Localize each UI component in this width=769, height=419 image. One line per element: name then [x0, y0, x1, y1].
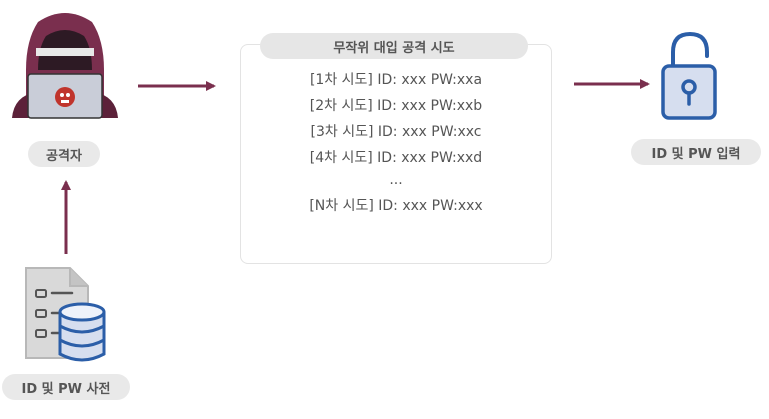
attempt-item: [N차 시도] ID: xxx PW:xxx — [309, 198, 483, 214]
attempt-list: [1차 시도] ID: xxx PW:xxa [2차 시도] ID: xxx P… — [240, 68, 552, 220]
attempt-item: [1차 시도] ID: xxx PW:xxa — [309, 72, 483, 88]
hacker-icon — [12, 13, 118, 119]
attempt-item: [4차 시도] ID: xxx PW:xxd — [309, 150, 483, 166]
attempt-item: [2차 시도] ID: xxx PW:xxb — [309, 98, 483, 114]
attacker-label: 공격자 — [28, 141, 100, 167]
attempt-item: [3차 시도] ID: xxx PW:xxc — [310, 124, 482, 140]
attempt-ellipsis: ... — [389, 172, 403, 188]
lock-icon — [661, 31, 717, 120]
database-icon — [58, 302, 106, 362]
skull-icon — [55, 87, 75, 107]
login-label: ID 및 PW 입력 — [631, 139, 761, 165]
attempt-box — [240, 44, 552, 264]
attempt-box-title: 무작위 대입 공격 시도 — [260, 33, 528, 59]
dictionary-label: ID 및 PW 사전 — [2, 374, 130, 400]
